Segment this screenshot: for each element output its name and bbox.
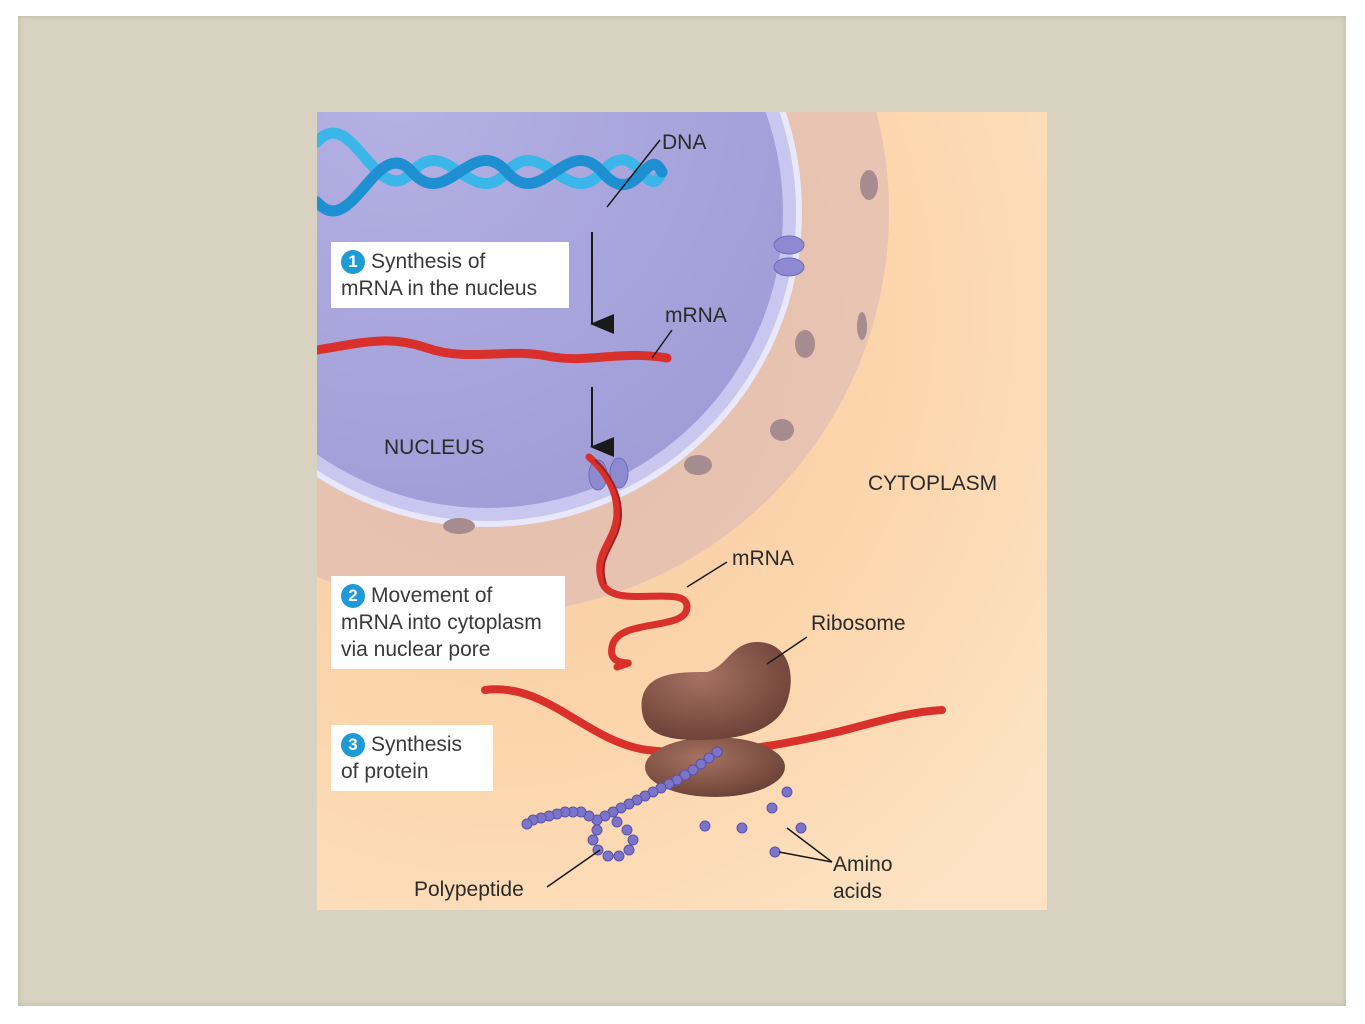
nuclear-pore-upper: [773, 235, 805, 277]
nucleus-label: NUCLEUS: [384, 436, 485, 459]
nucleus: [317, 112, 783, 508]
amino-acids-label-line2: acids: [833, 880, 883, 903]
mrna-strand-nucleus: [317, 336, 672, 364]
mrna-ribbon-cytoplasm: [585, 453, 691, 671]
cytoplasm-label: CYTOPLASM: [868, 472, 998, 495]
step-1-box: 1 Synthesis of mRNA in the nucleus: [331, 242, 569, 308]
step-1-line1: Synthesis of: [371, 250, 486, 273]
step-3-badge: 3: [341, 733, 365, 757]
step-1-badge: 1: [341, 250, 365, 274]
mrna-ribbon-shadow: [594, 459, 623, 585]
ribosome-label: Ribosome: [811, 612, 906, 635]
free-amino-acids: [699, 786, 807, 858]
step-3-box: 3 Synthesis of protein: [331, 725, 493, 791]
polypeptide-label: Polypeptide: [414, 878, 524, 901]
step-1-line2: mRNA in the nucleus: [341, 277, 538, 300]
mrna-cytoplasm-label: mRNA: [732, 547, 794, 570]
step-2-line1: Movement of: [371, 584, 493, 607]
step-2-line3: via nuclear pore: [341, 638, 491, 661]
polypeptide-chain: [521, 746, 723, 862]
dna-label: DNA: [662, 131, 707, 154]
envelope-granules: [443, 170, 878, 534]
step-3-line2: of protein: [341, 760, 429, 783]
step-3-line1: Synthesis: [371, 733, 463, 756]
leader-lines: [546, 139, 833, 888]
amino-acids-label-line1: Amino: [833, 853, 893, 876]
step-2-box: 2 Movement of mRNA into cytoplasm via nuc…: [331, 576, 565, 669]
protein-synthesis-diagram: DNA mRNA NUCLEUS CYTOPLASM mRNA Ribosome…: [317, 112, 1047, 910]
mrna-nucleus-label: mRNA: [665, 304, 727, 327]
step-2-line2: mRNA into cytoplasm: [341, 611, 542, 634]
step-2-badge: 2: [341, 584, 365, 608]
